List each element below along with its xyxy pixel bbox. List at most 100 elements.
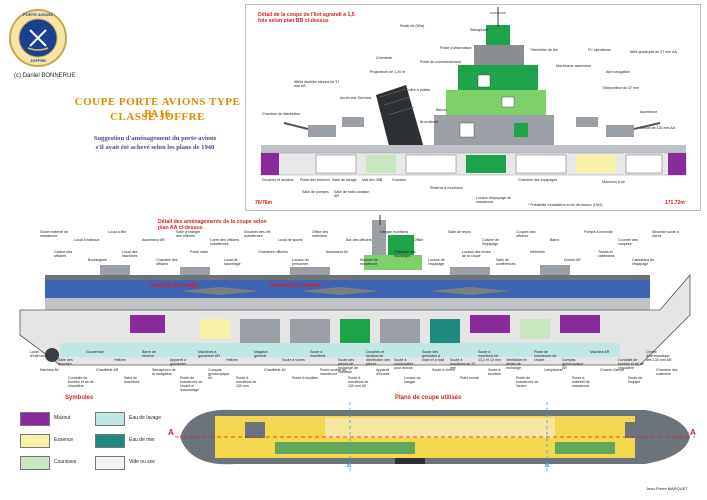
legend-swatch	[95, 434, 125, 448]
profile-hull	[19, 273, 691, 366]
plan-title: Plans de coupe utilisés	[395, 395, 462, 401]
profile-label-bottom: Chaufferie AV	[264, 368, 286, 372]
bb-label: Douches et lavabos	[262, 178, 294, 182]
profile-label-top: Local des machines	[122, 250, 138, 258]
profile-label-top: Office	[414, 238, 424, 242]
logo-bottom-text: JOFFRE	[30, 58, 46, 63]
profile-label-top: Ascenseur AR	[142, 238, 165, 242]
hull-cross-section	[260, 145, 687, 176]
legend-label: Eau de mer	[129, 437, 155, 443]
bb-label: Salle de pompes	[302, 190, 329, 194]
gun-turrets	[283, 117, 661, 137]
profile-label-bottom: Centre d'aéronautique des 130 mm AR	[646, 350, 672, 362]
profile-label-top: Cabine des officiers	[54, 250, 73, 258]
bb-label: Brou sitrolé	[420, 120, 439, 124]
profile-label-bottom: Soute à vivres	[282, 358, 305, 362]
bb-label: Poste des brûleurs	[300, 178, 330, 182]
profile-label-top: Cabestans de l'équipage	[632, 258, 655, 266]
profile-label-bottom: Chambre des cuisiniers	[656, 368, 678, 376]
band-label-defense: DEFENSE DE FUMER	[270, 283, 322, 289]
bb-label: Sémaphore	[470, 28, 489, 32]
legend-swatch	[20, 434, 50, 448]
profile-label-top: Poste radio	[190, 250, 209, 254]
profile-label-top: Office des mariniers	[312, 230, 329, 238]
band-label-casque: CASQUE DE FUMÉE	[150, 283, 199, 289]
profile-label-bottom: Soute des pièces de rechange de l'aviati…	[338, 358, 358, 374]
profile-label-top: Pompe à incendie	[584, 230, 613, 234]
profile-label-top: Local à filin	[108, 230, 126, 234]
bb-label: Abri navigation	[606, 70, 630, 74]
bb-label: Affûts doubles canons de 37 mm AA	[294, 80, 340, 88]
profile-label-top: Douches des off. subalternes	[244, 230, 271, 238]
ship-profile-drawing	[19, 215, 691, 366]
profile-label-bottom: Compas gyroscopique AV	[208, 368, 230, 380]
profile-label-top: Soute matériel de manœuvre	[40, 230, 69, 238]
profile-label-top: Salle de repos	[448, 230, 471, 234]
profile-label-top: Bar des officiers	[346, 238, 372, 242]
island-section-drawing	[260, 7, 687, 176]
profile-label-bottom: Soute à vivres	[432, 368, 455, 372]
profile-label-top: Bains	[550, 238, 559, 242]
profile-label-bottom: Machine AR	[590, 350, 610, 354]
profile-label-bottom: Soute à munitions	[310, 350, 326, 358]
profile-label-top: Local de sauvetage	[224, 258, 241, 266]
profile-label-top: Treuils et cabestans	[598, 250, 615, 258]
bb-label: Poste de commandement	[420, 60, 461, 64]
title-line-1: COUPE PORTE AVIONS TYPE PA16	[74, 96, 241, 120]
profile-label-bottom: Puits sonde	[460, 376, 479, 380]
plan-view-drawing	[175, 402, 695, 472]
profile-label-bottom: Poste de manœuvre de l'avant et d'accost…	[180, 376, 203, 392]
profile-label-top: Carré des officiers subalternes	[210, 238, 240, 246]
bb-label: Coffre à postier	[406, 88, 431, 92]
profile-label-top: Cuisine de l'équipage	[482, 238, 499, 246]
profile-label-bottom: Soute à munitions de 37 mm	[450, 358, 476, 370]
profile-label-bottom: Conduite de fumées et air de chaudière	[68, 376, 94, 388]
bb-label: Machinerie ascenseur	[556, 64, 592, 68]
bb-label: Radio de (50w)	[400, 24, 425, 28]
profile-label-bottom: Salle des douches	[58, 358, 73, 366]
profile-label-top: Courrier des coupées	[618, 238, 638, 246]
profile-label-bottom: Soute à munitions de 130 mm	[236, 376, 257, 388]
profile-label-bottom: Soute à matériel de manœuvre	[572, 376, 590, 388]
profile-label-bottom: Appareil d'écoute	[376, 368, 390, 376]
profile-label-bottom: Soute à bombes	[488, 368, 501, 376]
profile-label-bottom: Conduite de fumées et air de chaudière	[618, 358, 644, 370]
profile-label-bottom: Machine AV	[40, 368, 59, 372]
profile-label-bottom: Hélices	[114, 358, 126, 362]
profile-label-bottom: Poste central de manœuvre	[320, 368, 346, 376]
profile-label-bottom: Salle de machines	[124, 376, 140, 384]
bb-label: Chambre de distribution	[262, 112, 301, 116]
subtitle-line-2: s'il avait été achevé selon les plans de…	[95, 144, 215, 151]
profile-label-top: Dortoir AR	[564, 258, 581, 262]
section-bb-note: * Probabilité d'installation en fin de t…	[528, 203, 603, 207]
bb-label: Chambre des équipages	[518, 178, 558, 182]
profile-label-top: Ascenseur AV	[326, 250, 349, 254]
profile-label-bottom: Chaufferie AR	[96, 368, 119, 372]
profile-label-top: Coupée des officiers	[516, 230, 536, 238]
profile-label-bottom: Poste de manœuvre de l'ancre	[516, 376, 539, 388]
legend-label: Mazout	[54, 415, 71, 421]
section-bb-right-mark: 171,72m	[665, 200, 685, 206]
plan-mark-b-right: B	[545, 463, 550, 469]
profile-section-title: Détail des aménagements de la coupe selo…	[158, 219, 267, 231]
legend-swatch	[95, 456, 125, 470]
profile-label-bottom: Poste de manœuvre de l'avant	[534, 350, 557, 362]
profile-label-top: Local à bateaux	[74, 238, 100, 242]
subtitle-line-1: Suggestion d'aménagement du porte-avions	[93, 135, 217, 142]
profile-island	[364, 215, 422, 270]
profile-label-bottom: Machines à gouverner AR	[198, 350, 220, 358]
signature: Jean-Pierre MARQUET	[646, 486, 688, 491]
profile-label-bottom: Appareil à gouverner	[170, 358, 187, 366]
bb-label: Canon de 130 mm AA	[640, 126, 676, 130]
legend-label: Coursives	[54, 459, 77, 465]
bb-label: Mât des 38B	[362, 178, 383, 182]
profile-label-top: Locaux des vivres de la coupe	[462, 250, 491, 258]
profile-label-bottom: Hélices	[226, 358, 238, 362]
profile-label-top: Salle de conférences	[496, 258, 516, 266]
bb-label: Projecteurs de 1,20 m	[370, 70, 406, 74]
author-credit: (c) Daniel BONNERUE	[14, 73, 76, 79]
profile-label-top: Chambre des officiers	[156, 258, 178, 266]
legend-label: Eau de lavage	[129, 415, 161, 421]
bb-label: Poste d'observation	[440, 46, 472, 50]
legend-swatch	[20, 412, 50, 426]
